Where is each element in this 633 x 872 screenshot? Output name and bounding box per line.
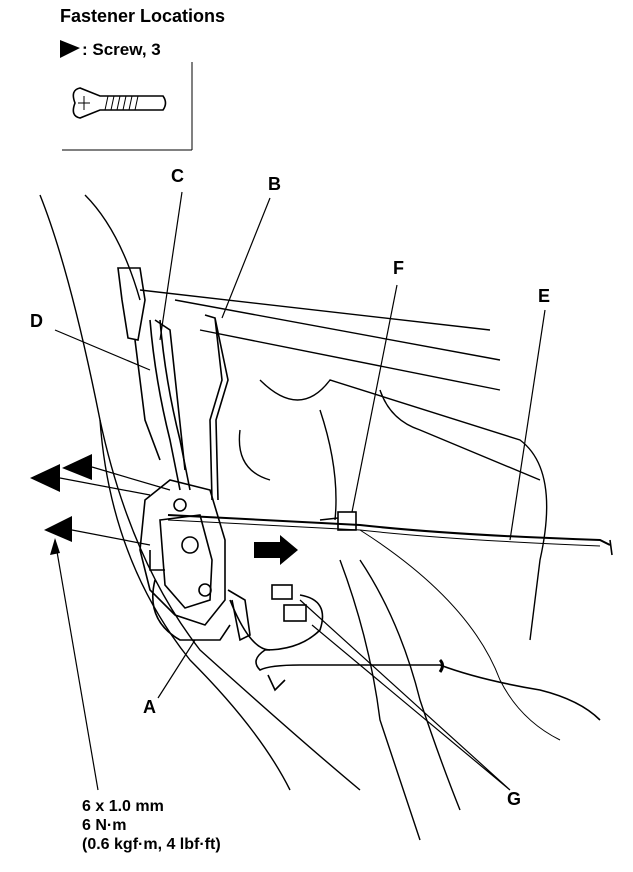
screw-markers bbox=[30, 454, 171, 791]
door-panel bbox=[39, 194, 561, 841]
fastener-legend: : Screw, 3 bbox=[82, 40, 161, 60]
connectors-g bbox=[255, 584, 601, 721]
torque-alt: (0.6 kgf·m, 4 lbf·ft) bbox=[82, 836, 221, 853]
page-title: Fastener Locations bbox=[60, 6, 226, 26]
callout-c: C bbox=[171, 166, 184, 186]
callout-b: B bbox=[268, 174, 281, 194]
screw-marker-3 bbox=[44, 516, 72, 542]
clip-f bbox=[319, 511, 357, 531]
screw-marker-2 bbox=[62, 454, 92, 480]
direction-arrow-icon bbox=[254, 535, 298, 565]
triangle-pointer-icon bbox=[60, 40, 80, 58]
torque-nm: 6 N·m bbox=[82, 817, 127, 834]
bolt-size: 6 x 1.0 mm bbox=[82, 798, 164, 815]
callout-d: D bbox=[30, 311, 43, 331]
screw-icon bbox=[62, 62, 193, 151]
callout-a: A bbox=[143, 697, 156, 717]
torque-spec: 6 x 1.0 mm 6 N·m (0.6 kgf·m, 4 lbf·ft) bbox=[82, 797, 221, 854]
callout-f: F bbox=[393, 258, 404, 278]
callout-g: G bbox=[507, 789, 522, 809]
legend-text: : Screw, 3 bbox=[82, 40, 161, 59]
screw-marker-1 bbox=[30, 464, 60, 492]
latch-assembly bbox=[117, 267, 613, 651]
callout-e: E bbox=[538, 286, 551, 306]
leader-lines bbox=[54, 191, 546, 791]
